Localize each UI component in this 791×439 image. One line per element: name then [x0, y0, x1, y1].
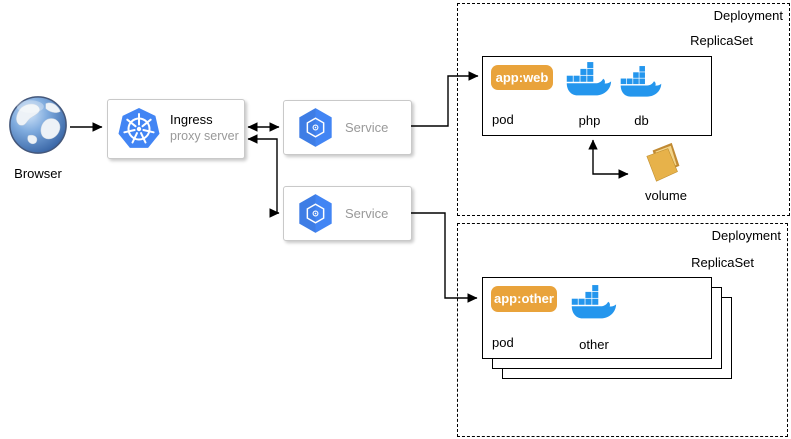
folder-volume-icon [640, 140, 692, 186]
pod-box-other: app:other pod other [482, 277, 712, 359]
docker-whale-icon [566, 62, 613, 97]
service-node-1: Service [283, 100, 412, 155]
app-other-badge: app:other [491, 286, 557, 312]
docker-whale-icon [571, 285, 618, 320]
pod-box-web: app:web pod php db [482, 56, 712, 136]
replicaset-label: ReplicaSet [690, 33, 753, 48]
service-node-2: Service [283, 186, 412, 241]
connector-ingress-service2 [247, 134, 280, 218]
container-label-db: db [634, 113, 649, 128]
ingress-title: Ingress [170, 112, 213, 127]
deployment-box-2: Deployment ReplicaSet [457, 223, 788, 437]
ingress-subtitle: proxy server [170, 129, 239, 143]
service-label: Service [345, 206, 389, 221]
pod-label: pod [492, 112, 514, 127]
gke-hexagon-icon [297, 107, 334, 148]
pod-label: pod [492, 335, 514, 350]
service-label: Service [345, 120, 389, 135]
docker-whale-icon [620, 66, 663, 98]
app-web-badge: app:web [491, 65, 553, 90]
ingress-node: Ingress proxy server [107, 99, 245, 159]
volume-label: volume [645, 188, 687, 203]
replicaset-label: ReplicaSet [691, 255, 754, 270]
deployment-box-1: Deployment ReplicaSet [457, 3, 790, 216]
container-label-php: php [578, 113, 601, 128]
container-label-other: other [579, 337, 609, 352]
gke-hexagon-icon [297, 193, 334, 234]
browser-label: Browser [14, 166, 62, 181]
globe-browser-icon [7, 94, 69, 156]
deployment-label: Deployment [713, 8, 783, 23]
deployment-label: Deployment [711, 228, 781, 243]
kubernetes-helm-icon [117, 107, 161, 151]
